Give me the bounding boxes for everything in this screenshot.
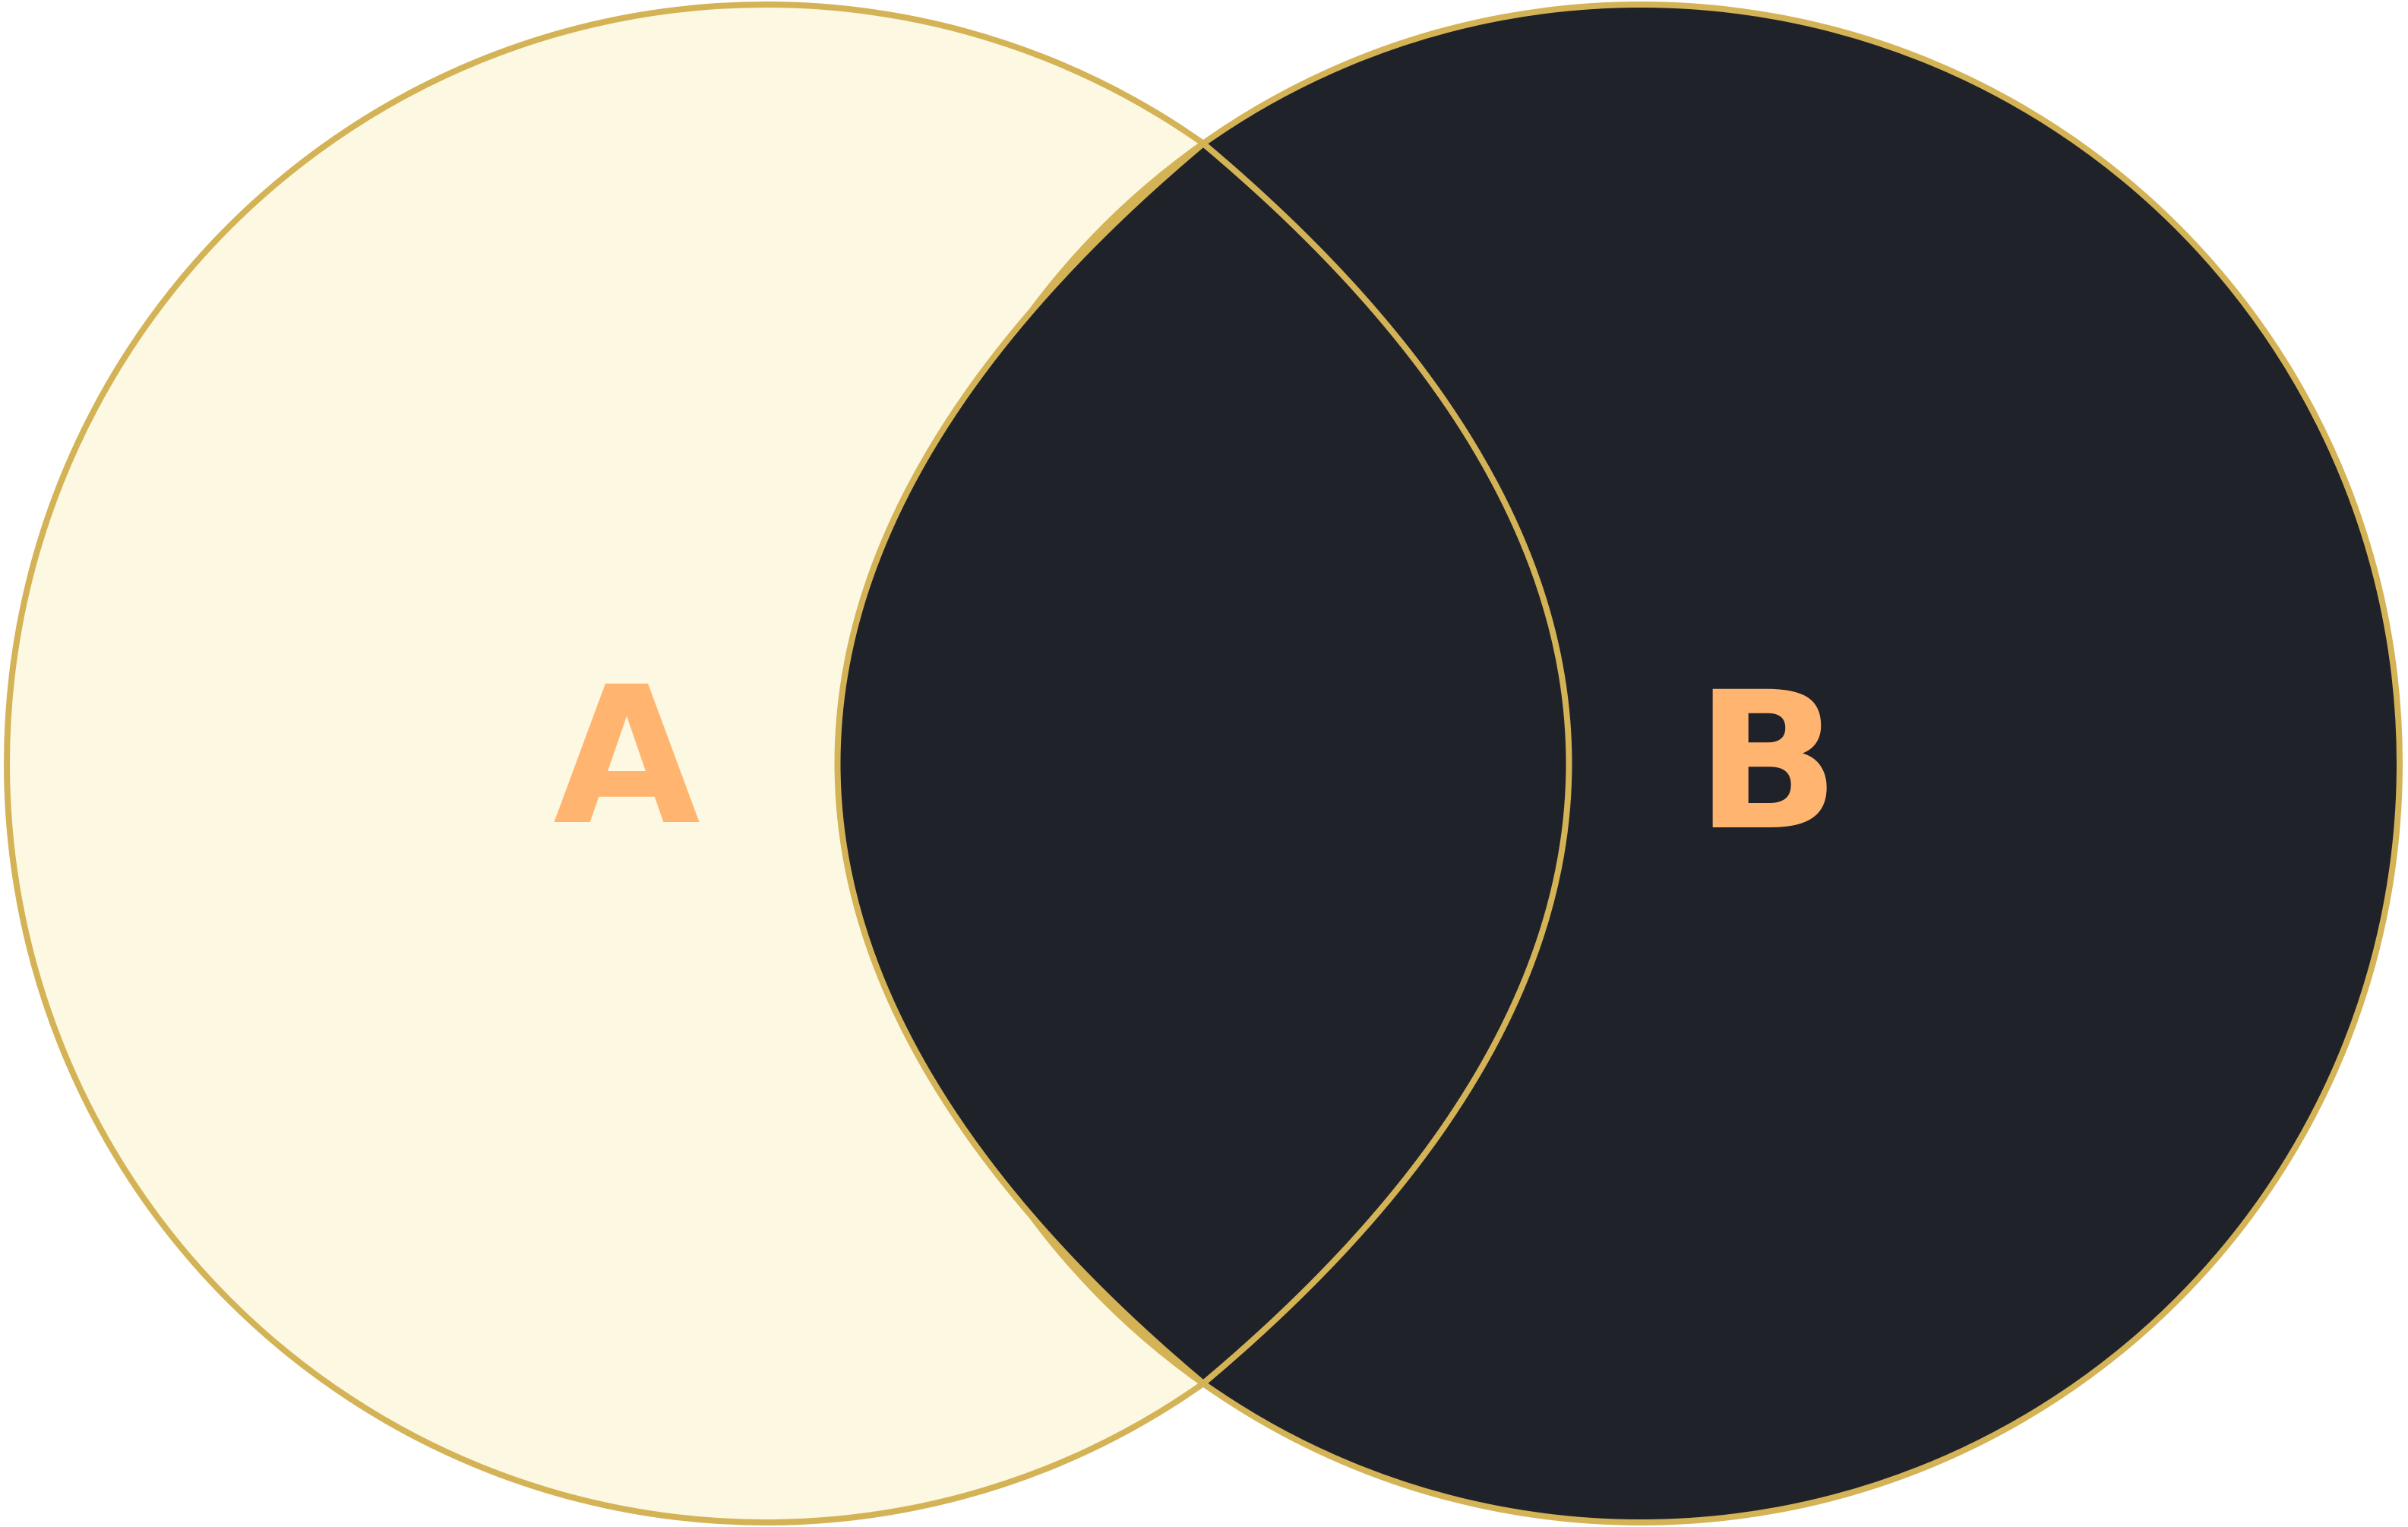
- intersection-region: [834, 139, 1572, 1388]
- set-b-label: B: [1695, 651, 1841, 872]
- set-a-label: A: [553, 646, 700, 867]
